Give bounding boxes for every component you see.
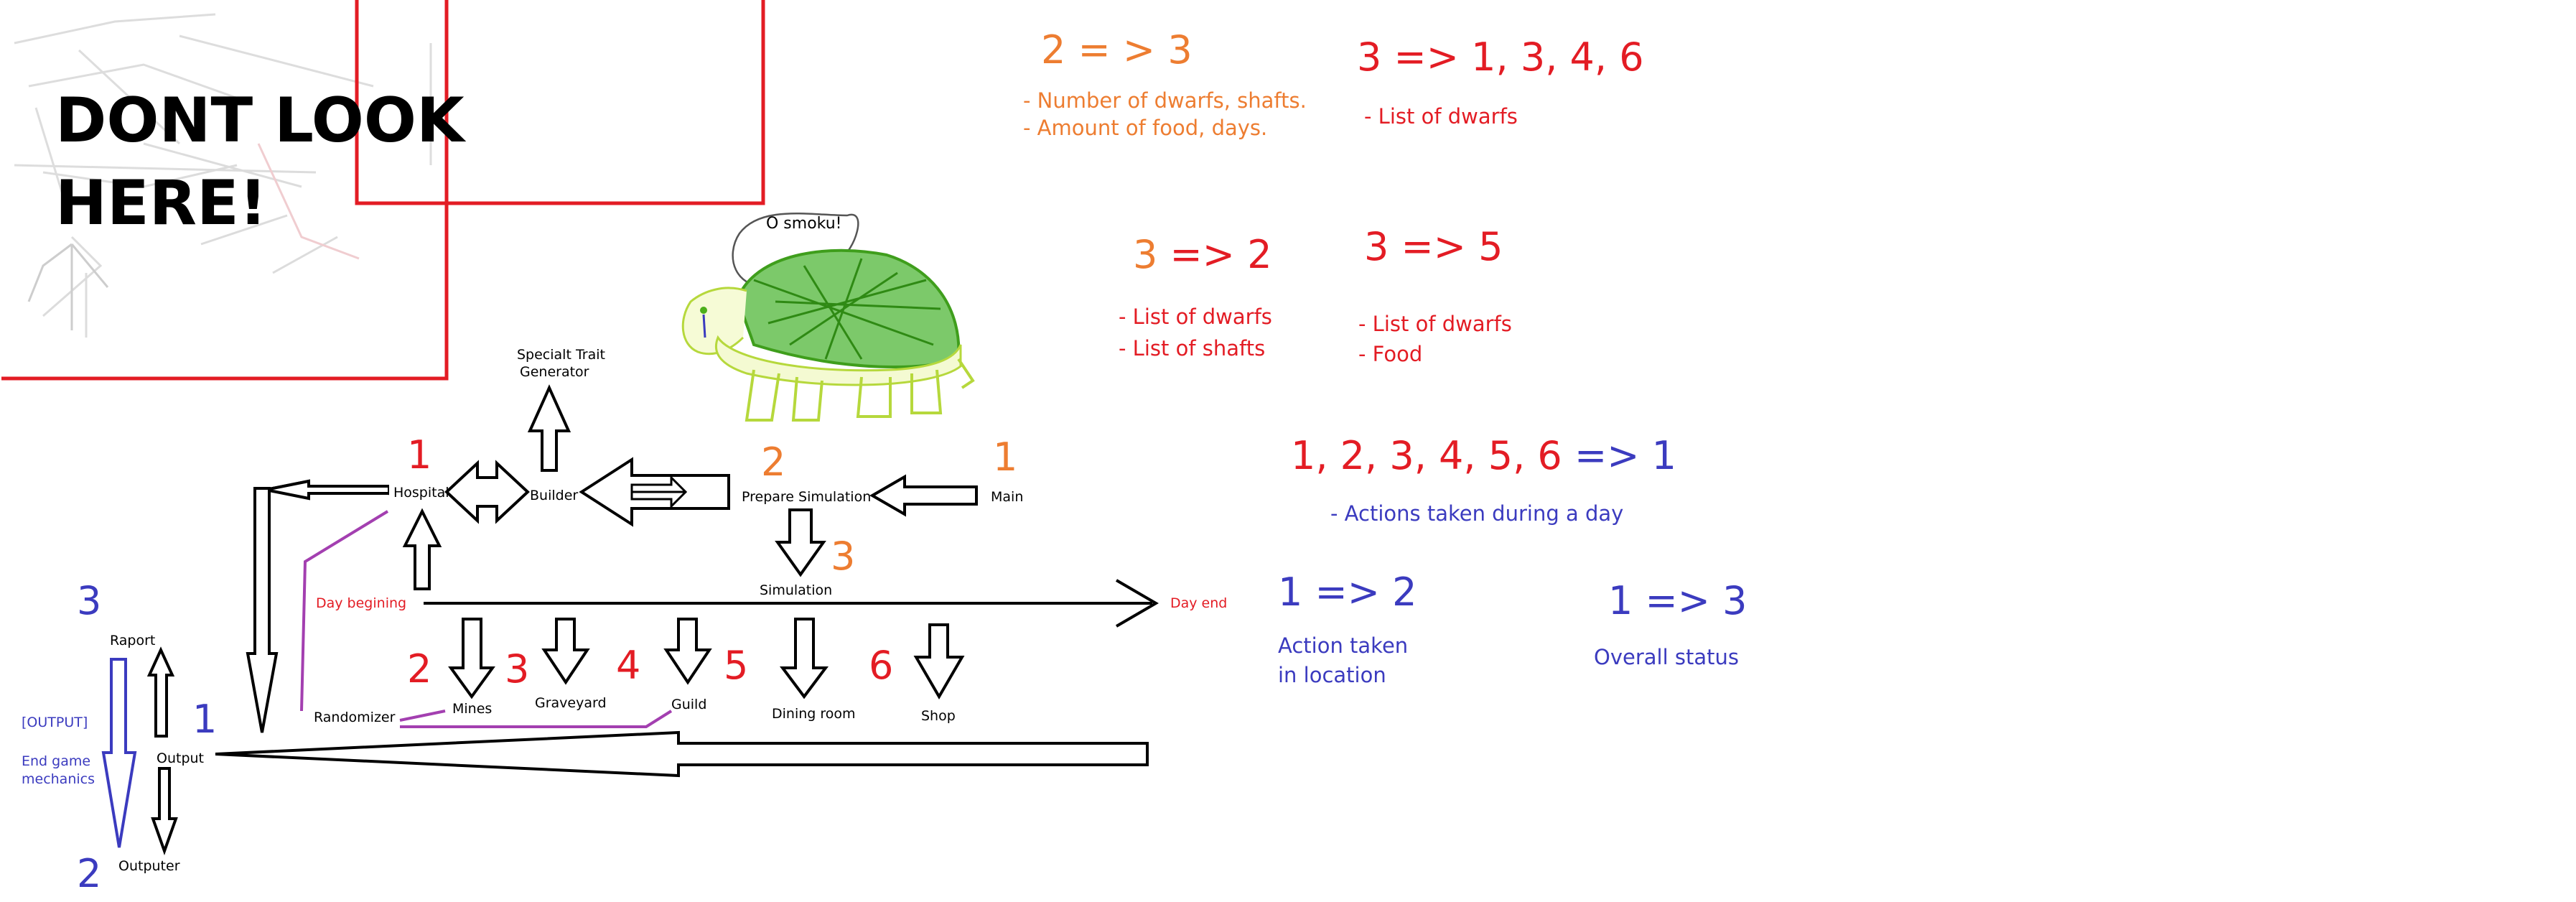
number-main: 1 bbox=[993, 434, 1017, 480]
number-dining: 5 bbox=[724, 643, 748, 688]
note-3-to-5-item-1: - List of dwarfs bbox=[1358, 312, 1512, 336]
note-2-to-3-item-2: - Amount of food, days. bbox=[1023, 116, 1267, 140]
node-numbers: 1 2 1 3 2 3 4 5 6 3 1 2 bbox=[77, 432, 1017, 896]
note-1-to-2-head: 1 => 2 bbox=[1278, 569, 1417, 615]
faded-background-sketch bbox=[14, 13, 432, 338]
note-3-to-5-item-2: - Food bbox=[1358, 342, 1422, 366]
warning-line-2: HERE! bbox=[55, 167, 267, 239]
note-3-to-5-head: 3 => 5 bbox=[1364, 224, 1503, 269]
note-all-to-1: 1, 2, 3, 4, 5, 6 => 1 - Actions taken du… bbox=[1291, 433, 1676, 526]
note-all-to-1-head-source: 1, 2, 3, 4, 5, 6 bbox=[1291, 433, 1574, 478]
number-raport: 3 bbox=[77, 578, 101, 623]
node-simulation: Simulation bbox=[760, 582, 832, 598]
node-builder: Builder bbox=[530, 488, 578, 503]
note-3-to-2-head-target: => 2 bbox=[1170, 232, 1272, 277]
note-3-to-1346: 3 => 1, 3, 4, 6 - List of dwarfs bbox=[1357, 34, 1644, 129]
node-graveyard: Graveyard bbox=[535, 695, 607, 711]
note-1-to-2: 1 => 2 Action taken in location bbox=[1278, 569, 1417, 687]
note-3-to-2: 3 => 2 - List of dwarfs - List of shafts bbox=[1119, 232, 1272, 361]
node-trait-generator-line-2: Generator bbox=[520, 364, 589, 380]
node-outputer: Outputer bbox=[118, 858, 180, 874]
warning-line-1: DONT LOOK bbox=[55, 85, 467, 157]
node-guild: Guild bbox=[671, 697, 706, 712]
node-day-beginning: Day begining bbox=[316, 595, 406, 611]
node-mines: Mines bbox=[452, 701, 492, 717]
node-shop: Shop bbox=[921, 708, 956, 724]
node-trait-generator-line-1: Specialt Trait bbox=[517, 347, 605, 363]
node-dining-room: Dining room bbox=[772, 706, 856, 722]
node-labels: Specialt Trait Generator Hospital Builde… bbox=[22, 347, 1227, 874]
note-2-to-3: 2 = > 3 - Number of dwarfs, shafts. - Am… bbox=[1023, 27, 1307, 140]
node-raport: Raport bbox=[110, 633, 155, 648]
note-3-to-5: 3 => 5 - List of dwarfs - Food bbox=[1358, 224, 1512, 366]
note-1-to-3-head: 1 => 3 bbox=[1608, 578, 1747, 623]
note-3-to-2-item-2: - List of shafts bbox=[1119, 336, 1265, 361]
number-output: 1 bbox=[192, 697, 217, 742]
number-prepare: 2 bbox=[761, 440, 785, 485]
blue-arrow-raport-outputer bbox=[101, 658, 137, 848]
node-output: Output bbox=[157, 750, 204, 766]
note-3-to-1346-item-1: - List of dwarfs bbox=[1364, 104, 1518, 129]
day-timeline bbox=[424, 579, 1159, 628]
number-graveyard: 3 bbox=[505, 646, 529, 692]
purple-connectors bbox=[300, 510, 673, 728]
note-2-to-3-head: 2 = > 3 bbox=[1041, 27, 1193, 73]
note-1-to-3: 1 => 3 Overall status bbox=[1594, 578, 1747, 669]
number-shop: 6 bbox=[869, 643, 893, 688]
note-all-to-1-head: 1, 2, 3, 4, 5, 6 => 1 bbox=[1291, 433, 1676, 478]
note-1-to-2-item-2: in location bbox=[1278, 663, 1386, 687]
warning-frames bbox=[1, 0, 765, 381]
number-guild: 4 bbox=[616, 643, 640, 688]
node-end-game-line-1: End game bbox=[22, 753, 90, 769]
note-1-to-3-item-1: Overall status bbox=[1594, 645, 1739, 669]
number-hospital: 1 bbox=[407, 432, 431, 478]
note-3-to-2-head: 3 => 2 bbox=[1133, 232, 1272, 277]
warning-text: DONT LOOK HERE! bbox=[55, 85, 467, 239]
note-all-to-1-item-1: - Actions taken during a day bbox=[1330, 501, 1623, 526]
block-arrows bbox=[146, 384, 1149, 855]
node-day-end: Day end bbox=[1170, 595, 1227, 611]
number-mines: 2 bbox=[407, 646, 431, 692]
speech-text: O smoku! bbox=[766, 215, 842, 233]
node-main: Main bbox=[991, 489, 1023, 505]
node-end-game-line-2: mechanics bbox=[22, 771, 95, 787]
node-output-tag: [OUTPUT] bbox=[22, 715, 88, 730]
note-2-to-3-item-1: - Number of dwarfs, shafts. bbox=[1023, 88, 1307, 113]
node-prepare-simulation: Prepare Simulation bbox=[742, 489, 871, 505]
note-1-to-2-item-1: Action taken bbox=[1278, 633, 1408, 658]
number-outputer: 2 bbox=[77, 851, 101, 896]
note-3-to-2-item-1: - List of dwarfs bbox=[1119, 304, 1272, 329]
number-simulation: 3 bbox=[831, 534, 855, 579]
turtle-drawing: O smoku! bbox=[681, 212, 975, 422]
note-3-to-1346-head: 3 => 1, 3, 4, 6 bbox=[1357, 34, 1644, 80]
node-hospital: Hospital bbox=[393, 485, 449, 501]
node-randomizer: Randomizer bbox=[314, 710, 396, 725]
note-all-to-1-head-target: => 1 bbox=[1574, 433, 1676, 478]
note-3-to-2-head-source: 3 bbox=[1133, 232, 1170, 277]
